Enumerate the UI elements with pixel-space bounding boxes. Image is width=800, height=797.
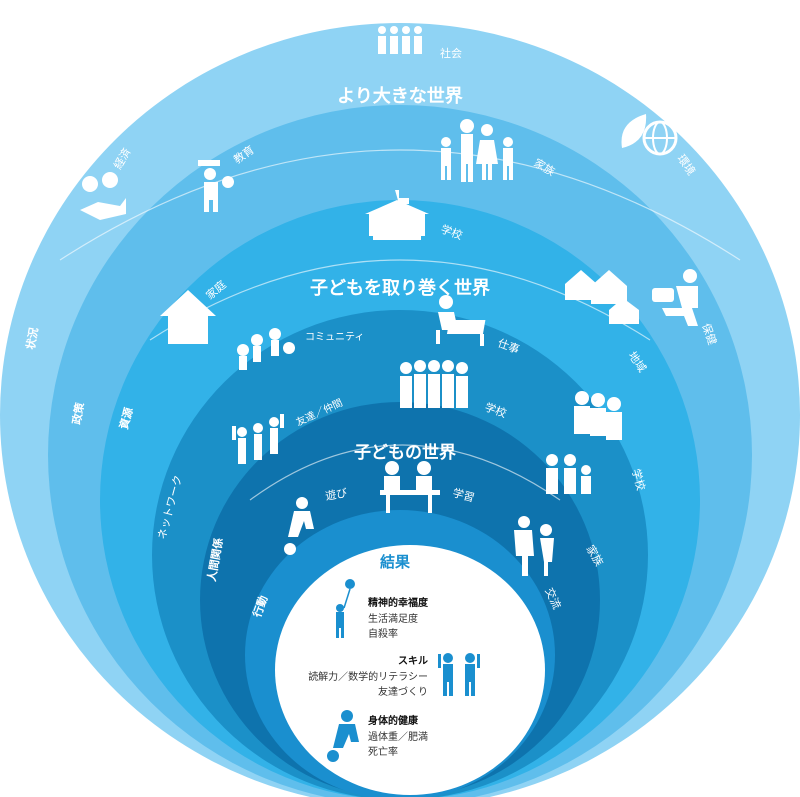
- economy-icon: [80, 172, 126, 220]
- outcome-heading-skills: スキル: [398, 655, 428, 667]
- outcome-line-literacy: 読解力／数学的リテラシー: [308, 670, 428, 683]
- wellbeing-icon: [336, 579, 355, 638]
- outcome-heading-physical-health: 身体的健康: [368, 714, 419, 727]
- outcomes-title: 結果: [380, 553, 411, 571]
- friends-icon: [232, 414, 284, 464]
- surrounding-world-title: 子どもを取り巻く世界: [310, 277, 490, 299]
- outcome-line-mortality: 死亡率: [368, 745, 398, 758]
- outcome-line-suicide-rate: 自殺率: [368, 627, 398, 640]
- classmates-icon: [400, 360, 468, 408]
- learning-icon: [380, 461, 440, 513]
- divider-arc-outer: [59, 149, 741, 261]
- label-resources: 資源: [116, 406, 135, 431]
- outcome-circle: [275, 545, 545, 795]
- divider-arc-inner: [249, 444, 561, 501]
- health-care-icon: [652, 269, 698, 326]
- home-icon: [160, 290, 216, 344]
- outcome-line-obesity: 過体重／肥満: [368, 730, 428, 743]
- outcome-heading-wellbeing: 精神的幸福度: [368, 596, 429, 609]
- label-learning: 学習: [451, 485, 476, 504]
- work-icon: [436, 295, 486, 346]
- divider-arc-mid: [149, 259, 651, 341]
- environment-icon: [621, 114, 678, 156]
- label-situation: 状況: [23, 326, 41, 350]
- outer-world-title: より大きな世界: [337, 85, 463, 107]
- label-school-right: 学校: [629, 467, 648, 492]
- family-icon: [441, 119, 513, 182]
- label-play: 遊び: [324, 485, 348, 503]
- community-icon: [237, 328, 295, 370]
- child-world-title: 子どもの世界: [354, 443, 456, 463]
- outcome-line-friendship: 友達づくり: [378, 685, 428, 698]
- school-building-icon: [365, 190, 429, 240]
- society-icon: [378, 14, 422, 54]
- label-society: 社会: [440, 46, 462, 60]
- school-group-icon: [574, 391, 622, 440]
- education-icon: [198, 160, 234, 212]
- label-policy: 政策: [69, 400, 87, 425]
- region-icon: [565, 270, 639, 324]
- physical-health-icon: [327, 710, 359, 762]
- play-icon: [284, 497, 314, 555]
- skills-icon: [438, 653, 480, 696]
- exchange-icon: [514, 516, 554, 576]
- family-child-icon: [546, 454, 591, 494]
- outcome-line-life-satisfaction: 生活満足度: [368, 612, 418, 625]
- label-community: コミュニティ: [305, 332, 364, 343]
